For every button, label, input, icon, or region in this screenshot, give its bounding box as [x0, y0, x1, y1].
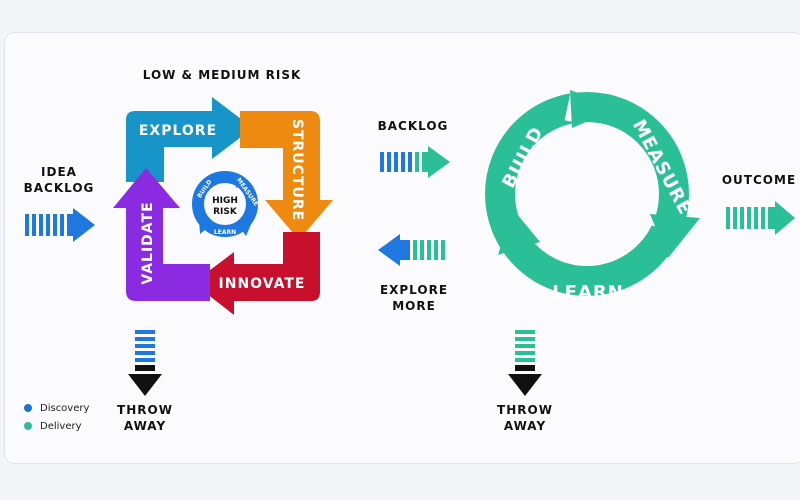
explore-more-label-2: MORE — [392, 299, 436, 313]
explore-segment — [126, 97, 253, 182]
low-medium-risk-label: LOW & MEDIUM RISK — [143, 68, 302, 82]
inner-cycle: BUILD MEASURE LEARN HIGH RISK — [192, 171, 259, 237]
validate-segment — [113, 168, 210, 301]
explore-more-arrow — [378, 234, 445, 266]
square-cycle: EXPLORE STRUCTURE INNOVATE VALIDATE — [113, 97, 333, 315]
circle-arrowhead-left — [498, 208, 540, 255]
innovate-label: INNOVATE — [219, 276, 306, 292]
circle-arrowhead-top — [570, 90, 618, 128]
legend-label-discovery: Discovery — [40, 403, 89, 414]
validate-label: VALIDATE — [140, 201, 156, 284]
structure-segment — [240, 111, 333, 240]
backlog-label-left: BACKLOG — [24, 181, 95, 195]
circle-arrowhead-right — [650, 214, 700, 258]
structure-label: STRUCTURE — [289, 119, 305, 221]
inner-learn-label: LEARN — [214, 229, 236, 236]
innovate-segment — [193, 232, 320, 315]
idea-input-arrow — [25, 208, 95, 242]
legend-dot-delivery — [24, 422, 32, 430]
throw-label-right: THROW — [497, 403, 553, 417]
away-label-right: AWAY — [504, 419, 546, 433]
outcome-label: OUTCOME — [722, 173, 796, 187]
throw-label-left: THROW — [117, 403, 173, 417]
backlog-arrow — [380, 146, 450, 178]
inner-high-label: HIGH — [212, 196, 238, 206]
explore-label: EXPLORE — [139, 123, 217, 139]
away-label-left: AWAY — [124, 419, 166, 433]
inner-arrowhead-2 — [237, 222, 252, 236]
inner-risk-label: RISK — [213, 207, 238, 217]
explore-more-label-1: EXPLORE — [380, 283, 448, 297]
backlog-label: BACKLOG — [378, 119, 449, 133]
circle-cycle: BUILD MEASURE LEARN — [485, 90, 700, 303]
legend: Discovery Delivery — [24, 403, 89, 432]
throw-away-right-arrow — [508, 330, 542, 396]
legend-label-delivery: Delivery — [40, 421, 82, 432]
throw-away-left-arrow — [128, 330, 162, 396]
inner-arrowhead-1 — [236, 175, 250, 188]
circle-learn-label: LEARN — [552, 282, 624, 303]
idea-label: IDEA — [41, 165, 77, 179]
outcome-arrow — [726, 201, 795, 235]
inner-cycle-ring — [192, 171, 258, 237]
legend-dot-discovery — [24, 404, 32, 412]
inner-arrowhead-3 — [199, 219, 211, 234]
